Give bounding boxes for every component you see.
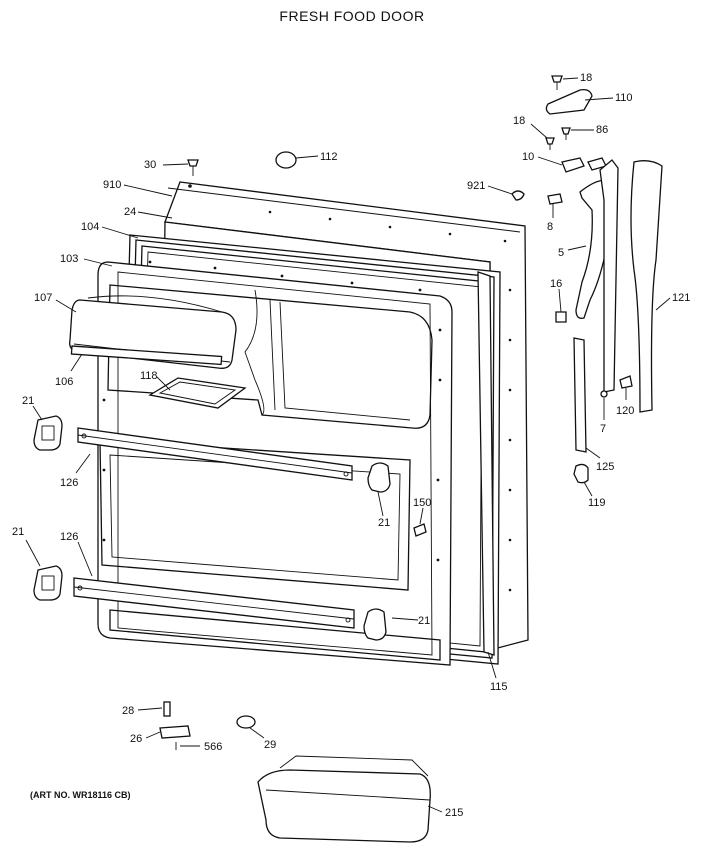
door-handle-assembly (511, 88, 663, 484)
callout-566: 566 (204, 741, 222, 753)
dairy-compartment (69, 295, 237, 369)
callout-21b: 21 (378, 517, 390, 529)
callout-119: 119 (588, 497, 606, 509)
small-hardware (187, 75, 571, 537)
callout-18a: 18 (580, 72, 592, 84)
callout-104: 104 (81, 221, 99, 233)
callout-115: 115 (490, 681, 508, 693)
callout-28: 28 (122, 705, 134, 717)
callout-125: 125 (596, 461, 614, 473)
callout-112: 112 (320, 151, 338, 163)
callout-215: 215 (445, 807, 463, 819)
callout-24: 24 (124, 206, 136, 218)
callout-103: 103 (60, 253, 78, 265)
callout-21c: 21 (12, 526, 24, 538)
callout-8: 8 (547, 221, 553, 233)
callout-921: 921 (467, 180, 485, 192)
door-trim-strip (477, 271, 495, 656)
callout-126b: 126 (60, 531, 78, 543)
utility-bin (148, 377, 247, 409)
callout-110: 110 (615, 92, 633, 104)
callout-21d: 21 (418, 615, 430, 627)
callout-7: 7 (600, 423, 606, 435)
callout-16: 16 (550, 278, 562, 290)
loose-parts (159, 701, 431, 843)
callout-26: 26 (130, 733, 142, 745)
callout-150: 150 (413, 497, 431, 509)
callout-126a: 126 (60, 477, 78, 489)
door-rack-upper (77, 427, 353, 481)
callout-86: 86 (596, 124, 608, 136)
door-rack-lower (73, 577, 355, 629)
callout-labels: 18 110 18 86 10 30 112 910 921 24 104 8 … (12, 72, 690, 819)
rack-end-cap (33, 415, 391, 641)
callout-910: 910 (103, 179, 121, 191)
callout-107: 107 (34, 292, 52, 304)
callout-121: 121 (672, 292, 690, 304)
callout-29: 29 (264, 739, 276, 751)
art-number: (ART NO. WR18116 CB) (30, 790, 131, 800)
callout-106: 106 (55, 376, 73, 388)
diagram-title: FRESH FOOD DOOR (279, 8, 425, 24)
callout-10: 10 (522, 151, 534, 163)
callout-118: 118 (140, 370, 158, 382)
callout-120: 120 (616, 405, 634, 417)
callout-5: 5 (558, 247, 564, 259)
callout-30: 30 (144, 159, 156, 171)
callout-18b: 18 (513, 115, 525, 127)
leader-lines (25, 77, 671, 813)
callout-21a: 21 (22, 395, 34, 407)
